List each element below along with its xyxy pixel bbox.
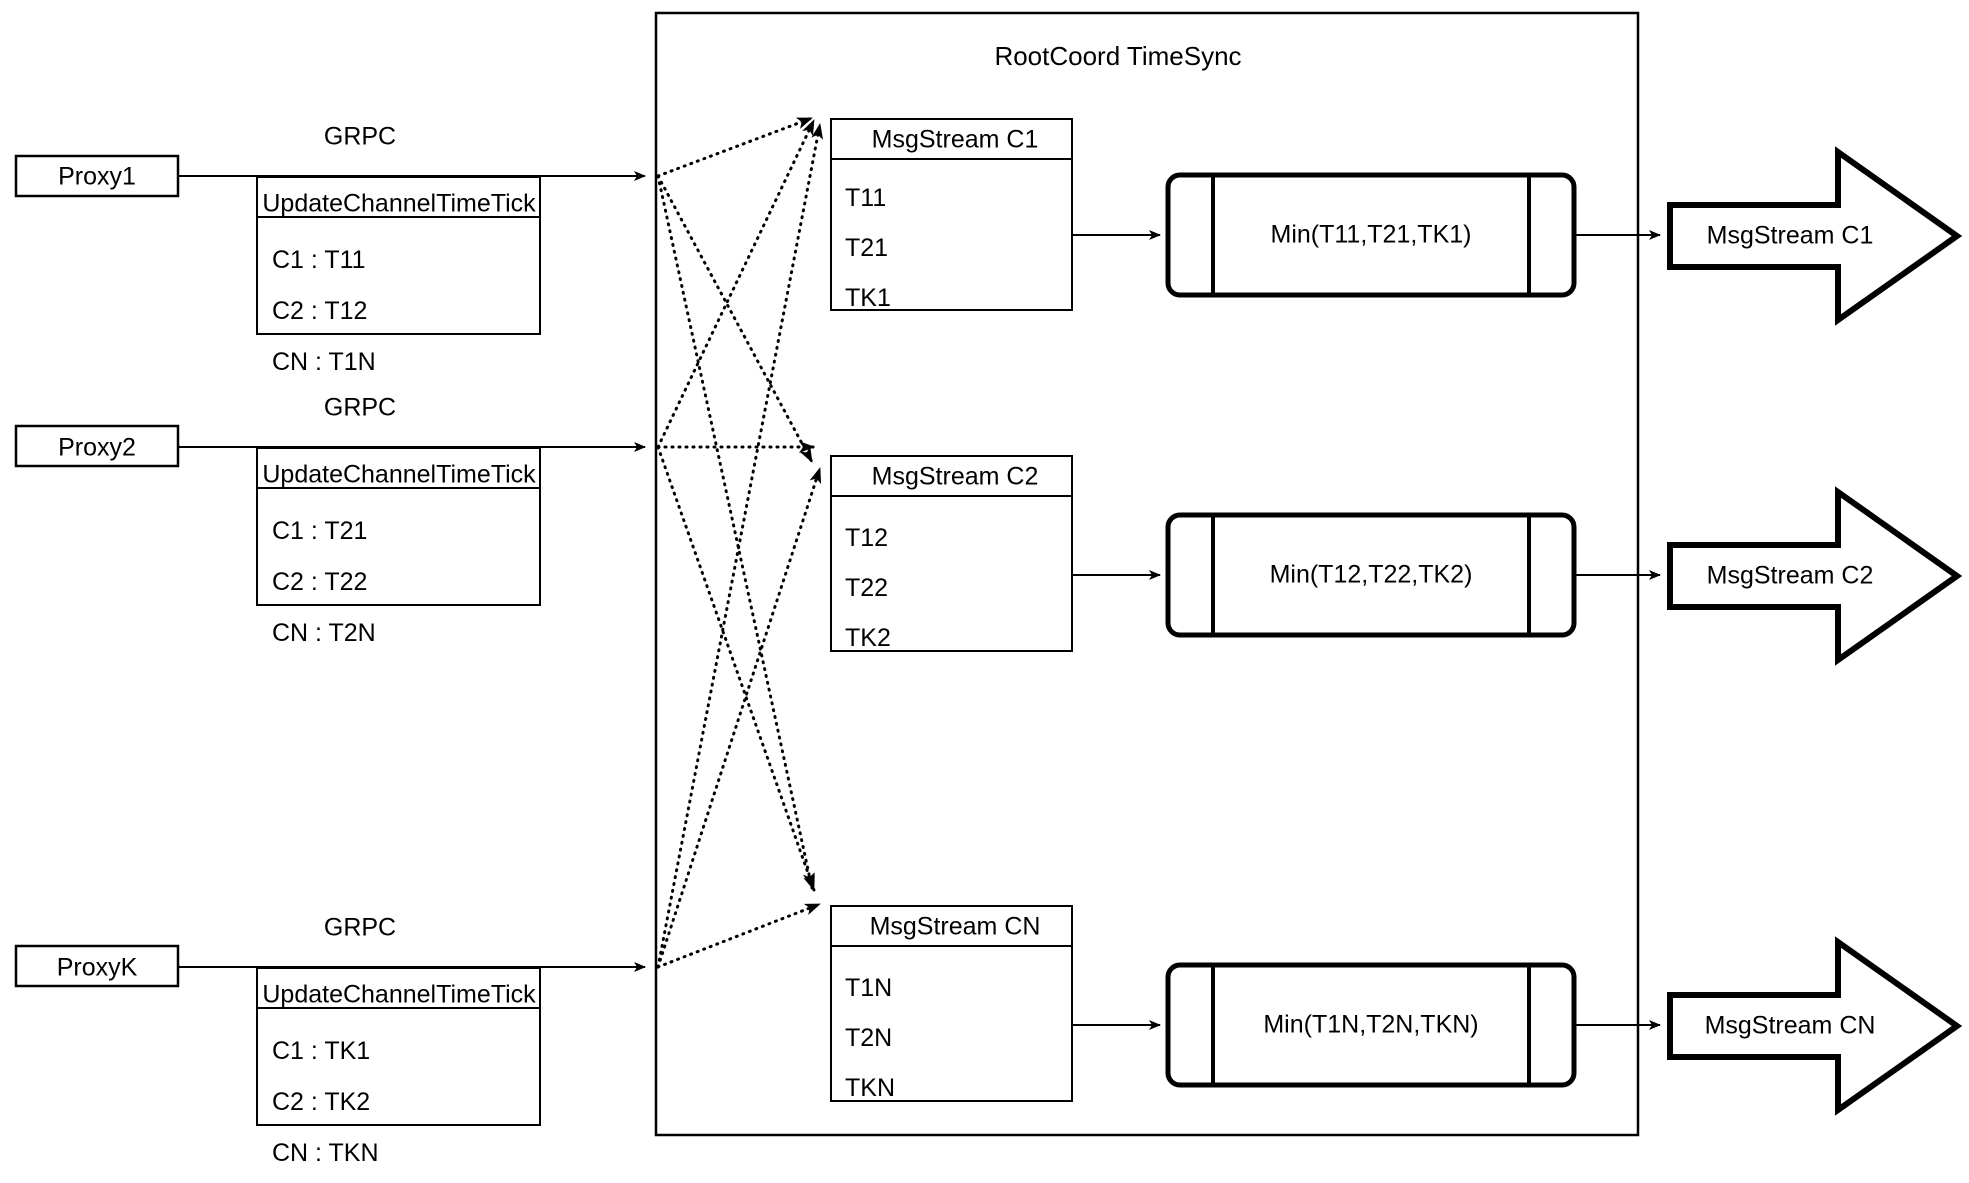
request-row-2-0: C1 : T21 [272, 517, 368, 545]
output-label-c1: MsgStream C1 [1706, 221, 1874, 250]
request-header-1: UpdateChannelTimeTick [262, 189, 536, 218]
dotted-pk-c2 [656, 466, 822, 969]
msgstream-row-c1-0: T11 [845, 184, 887, 212]
request-row-1-1: C2 : T12 [272, 297, 368, 325]
request-row-1-0: C1 : T11 [272, 246, 366, 274]
proxy-label-k: ProxyK [56, 953, 138, 982]
grpc-label-k: GRPC [323, 913, 397, 942]
min-label-c1: Min(T11,T21,TK1) [1270, 220, 1472, 249]
grpc-label-2: GRPC [323, 393, 397, 422]
msgstream-header-cn: MsgStream CN [869, 912, 1041, 941]
request-row-1-2: CN : T1N [272, 348, 376, 376]
msgstream-row-cn-0: T1N [845, 974, 893, 1002]
proxy-label-2: Proxy2 [58, 433, 136, 462]
min-label-cn: Min(T1N,T2N,TKN) [1263, 1010, 1479, 1039]
dotted-pk-c1 [656, 122, 824, 969]
msgstream-row-c2-2: TK2 [845, 624, 891, 652]
dotted-p2-cn [656, 445, 816, 892]
msgstream-row-c2-0: T12 [845, 524, 889, 552]
proxy-label-1: Proxy1 [58, 162, 136, 191]
rootcoord-title: RootCoord TimeSync [994, 41, 1242, 71]
dotted-p1-c1 [656, 116, 814, 178]
dotted-p1-c2 [656, 174, 814, 464]
request-row-2-1: C2 : T22 [272, 568, 368, 596]
msgstream-row-cn-2: TKN [845, 1074, 895, 1102]
msgstream-row-c2-1: T22 [845, 574, 889, 602]
request-header-k: UpdateChannelTimeTick [262, 980, 536, 1009]
output-label-cn: MsgStream CN [1704, 1011, 1876, 1040]
grpc-label-1: GRPC [323, 122, 397, 151]
dotted-p2-c1 [656, 118, 816, 449]
msgstream-row-cn-1: T2N [845, 1024, 893, 1052]
dotted-pk-cn [656, 902, 822, 969]
request-row-k-2: CN : TKN [272, 1139, 379, 1167]
output-label-c2: MsgStream C2 [1706, 561, 1874, 590]
dotted-p1-cn [656, 174, 815, 890]
request-header-2: UpdateChannelTimeTick [262, 460, 536, 489]
msgstream-row-c1-2: TK1 [845, 284, 891, 312]
min-label-c2: Min(T12,T22,TK2) [1269, 560, 1473, 589]
msgstream-header-c2: MsgStream C2 [871, 462, 1039, 491]
request-row-k-1: C2 : TK2 [272, 1088, 371, 1116]
rootcoord-container [654, 11, 1640, 1137]
msgstream-row-c1-1: T21 [845, 234, 889, 262]
msgstream-header-c1: MsgStream C1 [871, 125, 1039, 154]
request-row-k-0: C1 : TK1 [272, 1037, 371, 1065]
request-row-2-2: CN : T2N [272, 619, 376, 647]
